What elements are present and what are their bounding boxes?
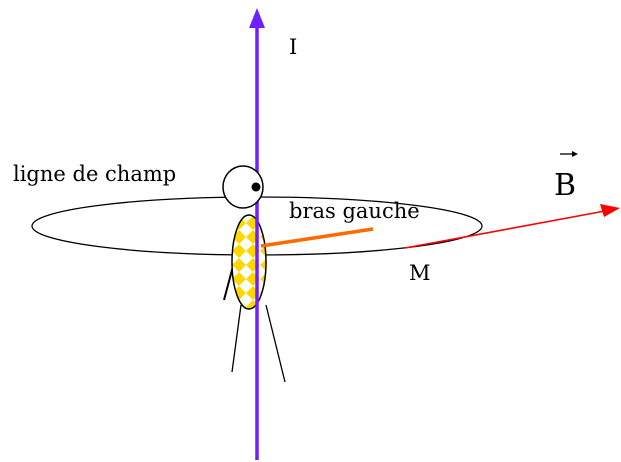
field-vector-line	[404, 210, 606, 249]
current-arrowhead	[249, 8, 265, 28]
observer-body	[231, 214, 267, 310]
current-label: I	[289, 35, 297, 59]
left-arm-line	[260, 227, 374, 248]
left-leg	[231, 304, 242, 373]
left-arm-label: bras gauche	[289, 199, 420, 223]
point-label: M	[409, 261, 431, 285]
observer-eye	[251, 182, 261, 192]
vector-arrow-tip-icon	[572, 151, 578, 157]
field-vector-arrowhead	[600, 204, 620, 217]
field-vector-label: B	[554, 151, 578, 203]
right-leg	[265, 304, 286, 383]
field-line-label: ligne de champ	[13, 162, 176, 186]
observer-head	[222, 165, 264, 209]
field-vector-letter: B	[554, 168, 576, 203]
